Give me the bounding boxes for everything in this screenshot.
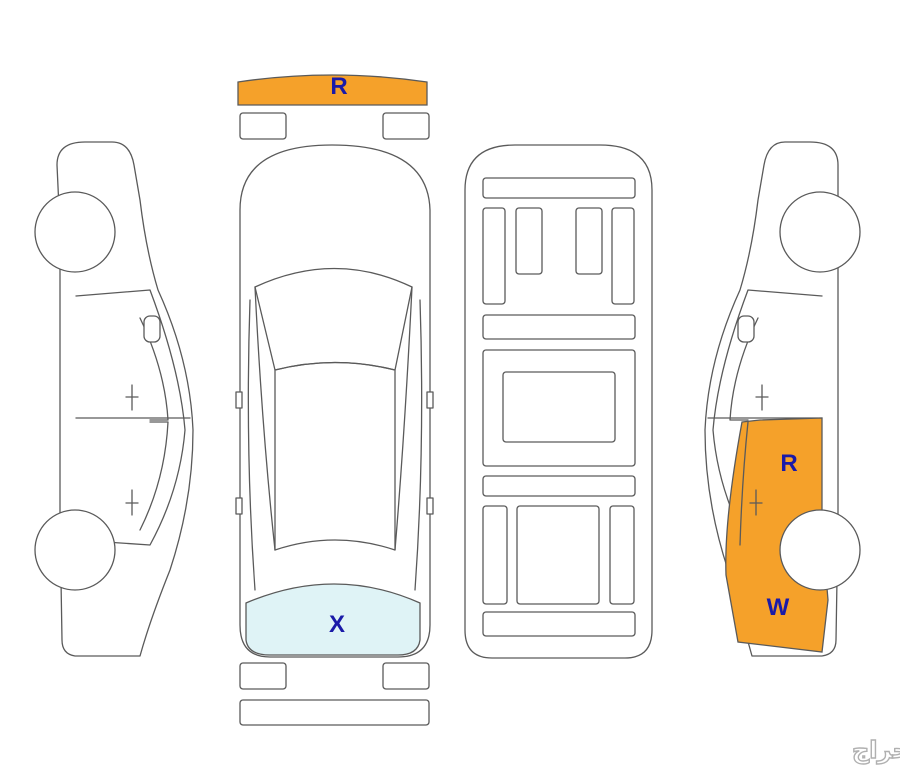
top-view: R X — [235, 73, 434, 726]
rear-bumper — [239, 699, 430, 726]
underside-view — [464, 144, 653, 659]
right-wheel-front — [779, 191, 861, 273]
left-window-rear — [139, 421, 169, 531]
left-side-view — [34, 141, 194, 657]
top-right-handle — [426, 497, 434, 515]
left-mirror — [143, 315, 161, 343]
right-handle-rear — [749, 489, 763, 516]
front-left-light — [239, 112, 287, 140]
left-handle-rear — [125, 489, 139, 516]
underside-rear-center — [516, 505, 600, 605]
right-rear-quarter-marker: W — [767, 594, 790, 621]
front-bumper-marker: R — [330, 73, 347, 100]
right-rear-door-edge — [739, 421, 749, 546]
rear-left-light — [239, 662, 287, 690]
right-mirror — [737, 315, 755, 343]
underside-front-panel — [482, 177, 636, 199]
underside-left-rear — [482, 505, 508, 605]
front-bumper — [237, 74, 428, 106]
rear-windshield-marker: X — [329, 611, 345, 638]
watermark-logo: حراج — [852, 736, 900, 764]
rear-windshield — [245, 583, 421, 656]
left-wheel-front — [34, 191, 116, 273]
underside-mid-bar — [482, 314, 636, 340]
right-rear-door-marker: R — [780, 450, 797, 477]
underside-left-front — [482, 207, 506, 305]
left-wheel-rear — [34, 509, 116, 591]
left-handle-front — [125, 384, 139, 411]
underside-vent-left — [515, 207, 543, 275]
right-handle-front — [755, 384, 769, 411]
right-side-view: R W — [704, 141, 861, 657]
underside-right-rear — [609, 505, 635, 605]
left-cabin-line — [75, 289, 186, 546]
top-left-edge — [247, 299, 256, 591]
top-left-mirror — [235, 391, 243, 409]
top-right-pillar — [394, 286, 413, 551]
underside-right-front — [611, 207, 635, 305]
top-right-edge — [414, 299, 423, 591]
top-body-outline — [239, 144, 431, 658]
front-right-light — [382, 112, 430, 140]
rear-right-light — [382, 662, 430, 690]
right-wheel-rear — [779, 509, 861, 591]
underside-center-inner — [502, 371, 616, 443]
top-right-mirror — [426, 391, 434, 409]
top-left-pillar — [254, 286, 276, 551]
top-left-handle — [235, 497, 243, 515]
underside-rear-panel — [482, 611, 636, 637]
underside-rear-bar — [482, 475, 636, 497]
underside-vent-right — [575, 207, 603, 275]
